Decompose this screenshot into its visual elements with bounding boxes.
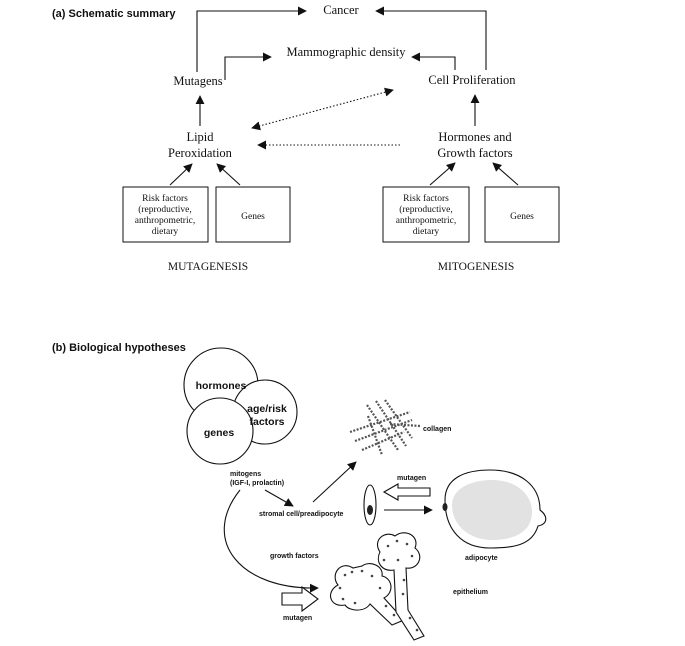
arrow-mutagens-to-density (224, 52, 272, 80)
label-mitogenesis: MITOGENESIS (438, 261, 514, 273)
arrow-proliferation-to-density (411, 52, 456, 70)
label-mutagenesis: MUTAGENESIS (168, 261, 248, 273)
circle-genes (186, 397, 254, 465)
dotted-arrow-lipid-proliferation (251, 87, 394, 131)
stromal-cell-nucleus (367, 505, 373, 515)
box-genes-left (215, 186, 291, 243)
epithelium-ducts (330, 532, 425, 641)
label-stromal-cell: stromal cell/preadipocyte (259, 511, 344, 518)
node-hormones-label-1: Hormones and (438, 130, 512, 144)
arrow-genes-left-to-lipid (216, 163, 241, 186)
arrow-risk-right-to-hormones (429, 162, 456, 186)
mutagen-hollow-arrow-bottom (281, 585, 319, 613)
node-cancer: Cancer (323, 3, 359, 17)
risk-left-line-2: (reproductive, (138, 204, 192, 215)
label-epithelium: epithelium (453, 589, 488, 596)
label-adipocyte: adipocyte (465, 555, 498, 562)
arrow-mutagens-to-cancer (196, 6, 307, 72)
node-mammographic-density: Mammographic density (286, 45, 406, 59)
circle-age-risk-label-1: age/risk (247, 403, 287, 415)
risk-right-line-2: (reproductive, (399, 204, 453, 215)
label-mitogens-2: (IGF-I, prolactin) (230, 480, 284, 487)
label-mutagen-top: mutagen (397, 475, 426, 482)
risk-right-line-4: dietary (413, 227, 440, 237)
arrow-mitogens-to-stromal (264, 489, 294, 507)
box-risk-factors-right (382, 186, 470, 243)
genes-left-label: Genes (241, 212, 265, 222)
arrow-stromal-to-collagen (312, 461, 357, 503)
risk-left-line-3: anthropometric, (135, 216, 195, 226)
node-lipid-label-1: Lipid (186, 130, 214, 144)
arrow-proliferation-to-cancer (375, 6, 487, 70)
adipocyte-lipid-droplet (452, 480, 532, 540)
label-growth-factors: growth factors (270, 553, 319, 560)
epithelium-cells (338, 539, 419, 632)
adipocyte-nucleus (442, 503, 448, 511)
mutagen-hollow-arrow-top (382, 483, 431, 501)
box-risk-factors-left (122, 186, 209, 243)
circle-genes-label: genes (204, 427, 235, 439)
risk-right-line-3: anthropometric, (396, 216, 456, 226)
label-mitogens-1: mitogens (230, 471, 261, 478)
risk-left-line-1: Risk factors (142, 193, 188, 204)
panel-a-title: (a) Schematic summary (52, 8, 176, 20)
node-hormones-label-2: Growth factors (437, 146, 512, 160)
circle-age-risk-label-2: factors (249, 416, 284, 428)
risk-right-line-1: Risk factors (403, 193, 449, 204)
arrow-genes-right-to-hormones (492, 162, 519, 186)
arrow-risk-left-to-lipid (169, 163, 193, 186)
node-cell-proliferation: Cell Proliferation (428, 73, 516, 87)
panel-b-title: (b) Biological hypotheses (52, 342, 186, 354)
collagen-fibres (349, 399, 421, 456)
label-mutagen-bottom: mutagen (283, 615, 312, 622)
curve-arrow-to-epithelium (223, 489, 319, 593)
genes-right-label: Genes (510, 212, 534, 222)
box-genes-right (484, 186, 560, 243)
node-mutagens: Mutagens (173, 74, 222, 88)
risk-left-line-4: dietary (152, 227, 179, 237)
node-lipid-label-2: Peroxidation (168, 146, 233, 160)
circle-hormones-label: hormones (196, 380, 247, 392)
label-collagen: collagen (423, 426, 451, 433)
